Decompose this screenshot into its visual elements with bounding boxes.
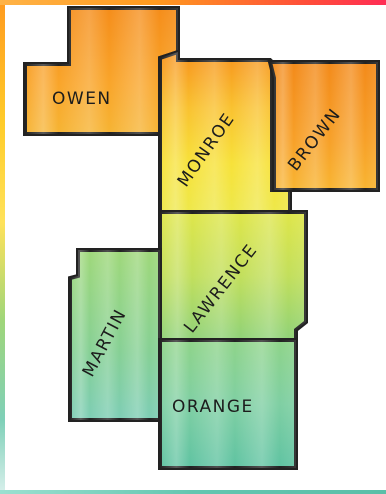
county-lawrence[interactable]: LAWRENCE [158,210,308,342]
county-martin[interactable]: MARTIN [68,248,162,422]
county-owen[interactable]: OWEN [23,6,180,136]
county-label-orange: ORANGE [172,397,254,417]
color-frame-bottom [0,490,386,494]
county-monroe[interactable]: MONROE [158,49,292,214]
county-label-owen: OWEN [52,89,112,109]
county-brown[interactable]: BROWN [267,60,380,192]
color-frame-left [0,0,5,494]
county-orange[interactable]: ORANGE [158,338,298,470]
color-frame-top [0,0,386,5]
